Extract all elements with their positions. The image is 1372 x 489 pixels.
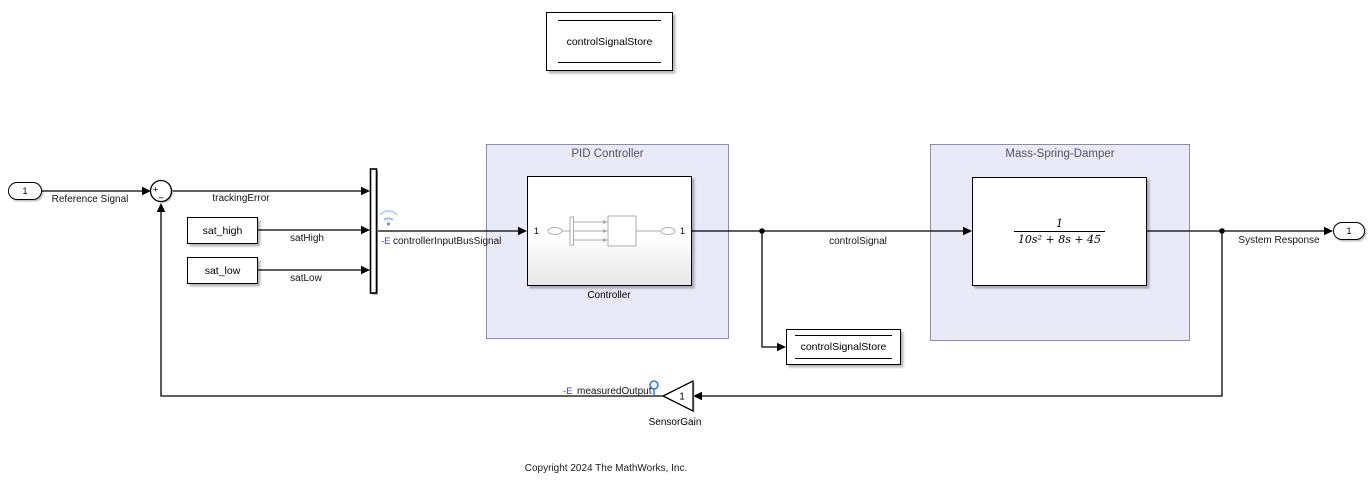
sensor-gain-label: SensorGain (648, 417, 702, 428)
sum-minus-sign: − (158, 193, 164, 204)
wire-feedback-right[interactable] (701, 231, 1223, 397)
data-store-memory-block[interactable]: controlSignalStore (546, 12, 673, 71)
controller-outport-number: 1 (679, 226, 685, 236)
wire-control-signal-branch[interactable] (761, 231, 780, 348)
data-store-write-label: controlSignalStore (800, 341, 887, 353)
sat-high-signal-label: satHigh (290, 233, 324, 244)
branch-dot-system-response (1219, 228, 1225, 234)
sat-high-block[interactable]: sat_high (187, 217, 258, 244)
wire-feedback-left[interactable] (160, 209, 663, 397)
sat-low-signal-label: satLow (290, 273, 322, 284)
sat-low-label: sat_low (204, 264, 241, 277)
sensor-gain-block[interactable]: 1 (661, 379, 695, 413)
log-badge-measured-output-icon: -E (563, 386, 573, 397)
log-badge-controller-input-icon: -E (381, 236, 391, 247)
copyright-text: Copyright 2024 The MathWorks, Inc. (524, 463, 688, 474)
system-response-label: System Response (1238, 235, 1320, 246)
transfer-fcn-numerator: 1 (1056, 216, 1063, 230)
sat-low-block[interactable]: sat_low (187, 257, 258, 284)
reference-signal-label: Reference Signal (51, 194, 129, 205)
area-msd-title: Mass-Spring-Damper (1005, 148, 1115, 160)
sensor-gain-value: 1 (679, 392, 685, 403)
branch-dot-control-signal (759, 228, 765, 234)
controller-input-bus-label: controllerInputBusSignal (393, 236, 502, 247)
area-pid-title: PID Controller (571, 148, 644, 160)
dsw-bottom-line (795, 357, 892, 359)
transfer-fcn-denominator: 10s² + 8s + 45 (1013, 230, 1106, 247)
measured-output-label: measuredOutput (577, 386, 652, 397)
control-signal-label: controlSignal (829, 236, 887, 247)
data-store-memory-label: controlSignalStore (566, 35, 653, 48)
controller-label: Controller (587, 290, 631, 301)
bus-creator[interactable] (369, 168, 379, 295)
transfer-fcn-equation: 1 10s² + 8s + 45 (1013, 216, 1106, 247)
outport-number: 1 (1346, 226, 1352, 236)
sum-plus-sign: + (153, 185, 159, 196)
controller-subsystem-block[interactable]: 1 1 (527, 176, 692, 286)
controller-thumbnail (547, 215, 675, 247)
arrowheads (142, 186, 1333, 401)
outport-block[interactable]: 1 (1333, 222, 1365, 240)
dstore-bottom-line (558, 61, 661, 63)
dsw-top-line (795, 335, 892, 337)
controller-inport-number: 1 (534, 226, 540, 236)
sum-block[interactable]: + − (149, 179, 174, 205)
wireless-logging-icon (379, 210, 398, 226)
tracking-error-label: trackingError (212, 193, 270, 204)
inport-block[interactable]: 1 (8, 182, 42, 200)
transfer-fcn-block[interactable]: 1 10s² + 8s + 45 (972, 177, 1147, 286)
inport-number: 1 (22, 186, 28, 196)
data-store-write-block[interactable]: controlSignalStore (786, 329, 901, 365)
test-point-icon (649, 380, 659, 396)
sat-high-label: sat_high (202, 224, 243, 237)
dstore-top-line (558, 20, 661, 22)
